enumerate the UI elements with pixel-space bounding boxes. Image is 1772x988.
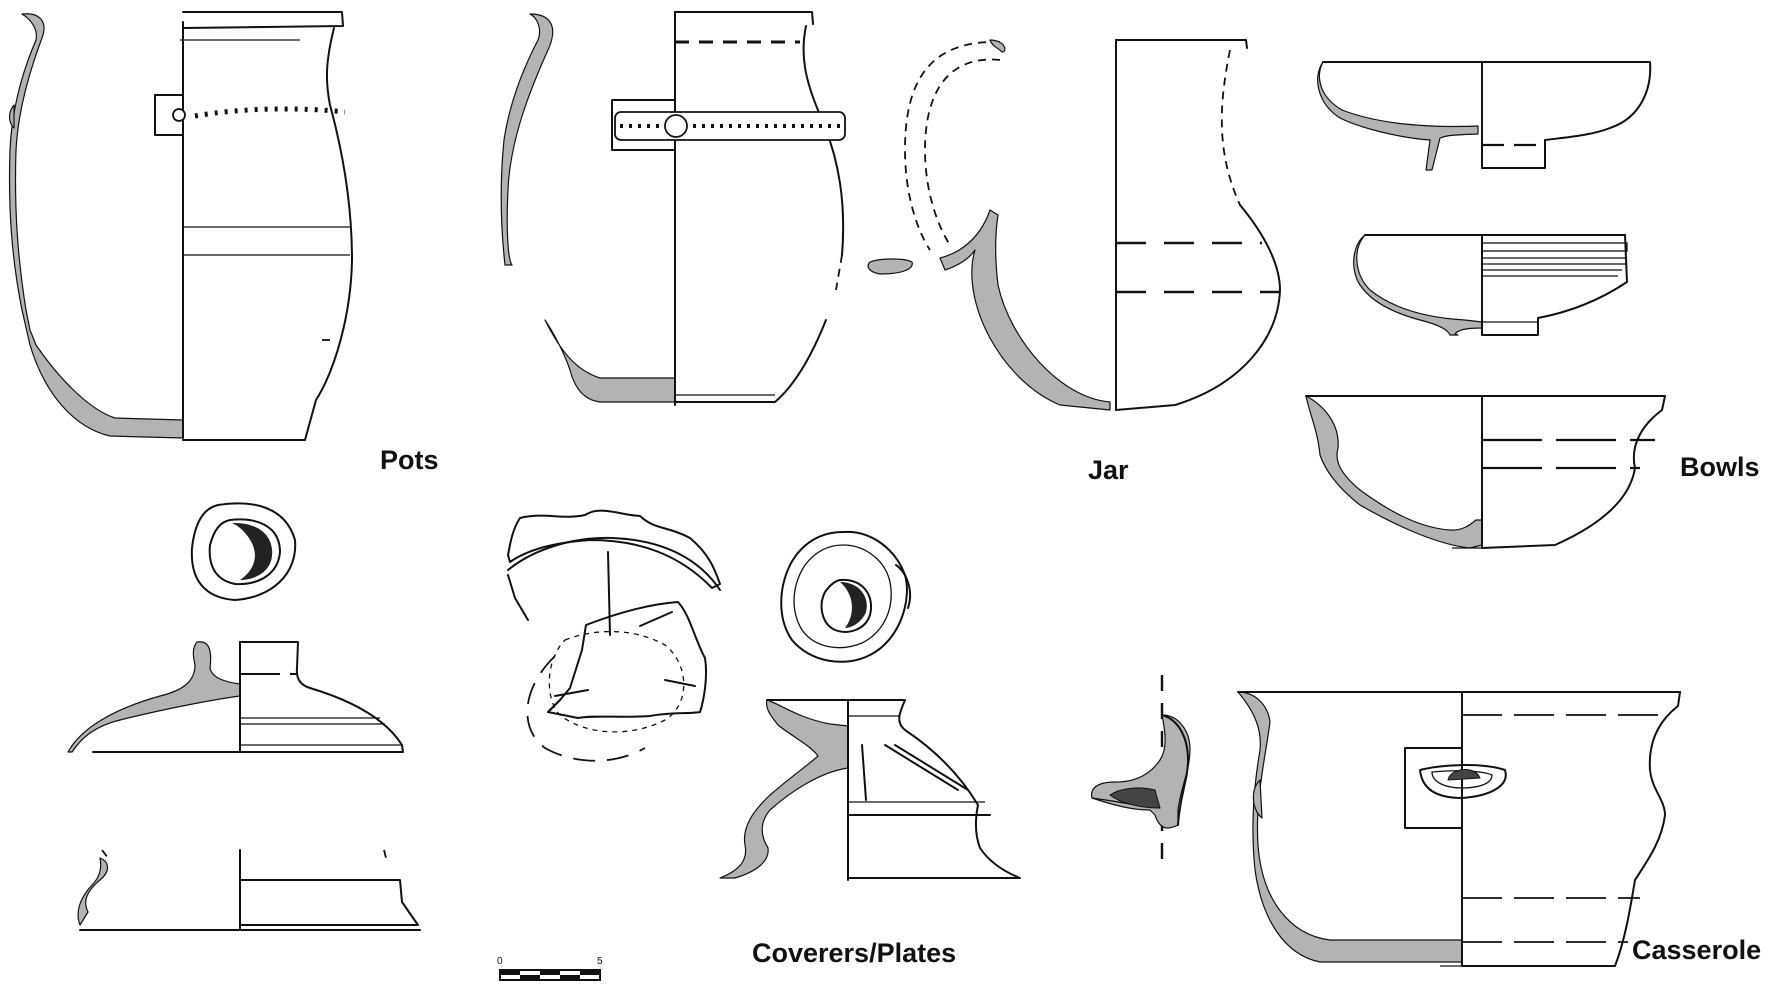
bowl-3-drawing	[1305, 395, 1666, 549]
scale-bar-end-label: 5	[597, 956, 603, 967]
lid-1-drawing	[190, 502, 297, 601]
label-bowls: Bowls	[1680, 452, 1760, 482]
label-jar: Jar	[1088, 455, 1129, 485]
cover-section-drawing	[719, 699, 1021, 881]
label-coverers-plates: Coverers/Plates	[752, 938, 957, 968]
bowl-2-drawing	[1353, 234, 1628, 336]
cover-fragments-drawing	[507, 509, 721, 762]
casserole-drawing	[1237, 691, 1681, 967]
lid-3-drawing	[77, 849, 421, 931]
label-casserole: Casserole	[1632, 935, 1762, 965]
lid-2-drawing	[67, 641, 404, 753]
pot-1-drawing	[8, 11, 353, 441]
label-pots: Pots	[380, 445, 439, 475]
scale-bar	[499, 969, 601, 981]
pot-2-drawing	[500, 11, 846, 406]
jar-drawing	[867, 39, 1281, 411]
cover-ring-drawing	[780, 530, 912, 663]
scale-bar-start-label: 0	[497, 956, 503, 967]
handle-profile-drawing	[1090, 675, 1191, 860]
bowl-1-drawing	[1317, 61, 1652, 171]
